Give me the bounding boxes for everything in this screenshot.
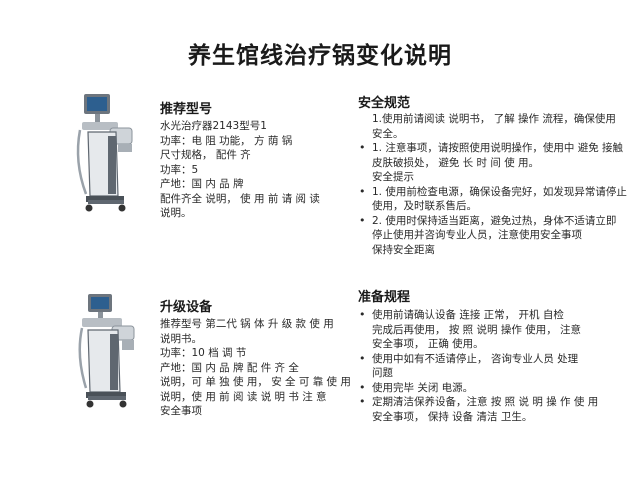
guide-line: 定期清洁保养设备，注意 按 照 说 明 操 作 使 用 <box>358 395 598 410</box>
page-title: 养生馆线治疗锅变化说明 <box>188 43 452 69</box>
safety-line: 停止使用并咨询专业人员，注意使用安全事项 <box>372 229 582 241</box>
guide-line: 使用完毕 关闭 电源。 <box>358 381 598 396</box>
safety-line: 安全提示 <box>372 171 414 183</box>
product-b-line: 功率：10 档 调 节 <box>160 347 247 359</box>
product-b-line: 说明，可 单 独 使 用， 安 全 可 靠 使 用 <box>160 376 351 388</box>
safety-list: 1.使用前请阅读 说明书， 了解 操作 流程，确保使用 安全。 1. 注意事项，… <box>358 112 627 257</box>
treatment-device-icon <box>72 92 142 218</box>
guide-line: 使用中如有不适请停止， 咨询专业人员 处理 <box>358 352 598 367</box>
treatment-device-icon <box>72 292 142 418</box>
guide-list: 使用前请确认设备 连接 正常， 开机 自检 完成后再使用， 按 照 说明 操作 … <box>358 308 598 424</box>
product-a-title: 推荐型号 <box>160 102 213 117</box>
product-a-line: 尺寸规格， 配件 齐 <box>160 149 251 161</box>
product-b-details: 推荐型号 第二代 锅 体 升 级 款 使 用 说明书。 功率：10 档 调 节 … <box>160 317 351 419</box>
product-a-line: 功率：电 阻 功能， 方 荫 锅 <box>160 134 293 147</box>
product-a-line: 水光治疗器2143型号1 <box>160 120 267 132</box>
guide-line: 安全事项， 正确 使用。 <box>372 338 484 350</box>
guide-line: 问题 <box>372 367 393 379</box>
product-a-line: 配件齐全 说明， 使 用 前 请 阅 读 <box>160 192 320 205</box>
safety-line: 1. 使用前检查电源，确保设备完好，如发现异常请停止 <box>358 185 627 200</box>
guide-line: 完成后再使用， 按 照 说明 操作 使用， 注意 <box>372 323 582 336</box>
safety-line: 使用，及时联系售后。 <box>372 200 477 212</box>
safety-line: 2. 使用时保持适当距离，避免过热，身体不适请立即 <box>358 214 627 229</box>
product-a-line: 产地：国 内 品 牌 <box>160 178 244 190</box>
product-b-line: 说明书。 <box>160 332 202 345</box>
safety-line: 安全。 <box>372 127 404 140</box>
product-b-line: 安全事项 <box>160 405 202 417</box>
product-b-line: 说明，使 用 前 阅 读 说 明 书 注 意 <box>160 390 327 403</box>
safety-line: 1. 注意事项，请按照使用说明操作，使用中 避免 接触 <box>358 141 627 156</box>
safety-line: 保持安全距离 <box>372 243 435 256</box>
safety-line: 1.使用前请阅读 说明书， 了解 操作 流程，确保使用 <box>372 113 616 125</box>
safety-title: 安全规范 <box>358 96 411 111</box>
product-b-title: 升级设备 <box>160 300 213 315</box>
product-b-line: 产地：国 内 品 牌 配 件 齐 全 <box>160 361 299 374</box>
safety-line: 皮肤破损处， 避免 长 时 间 使 用。 <box>372 156 540 169</box>
guide-line: 安全事项， 保持 设备 清洁 卫生。 <box>372 410 533 423</box>
guide-line: 使用前请确认设备 连接 正常， 开机 自检 <box>358 308 598 323</box>
product-b-line: 推荐型号 第二代 锅 体 升 级 款 使 用 <box>160 318 334 330</box>
guide-title: 准备规程 <box>358 290 411 305</box>
product-a-line: 说明。 <box>160 207 192 219</box>
product-a-line: 功率：5 <box>160 163 199 176</box>
product-a-details: 水光治疗器2143型号1 功率：电 阻 功能， 方 荫 锅 尺寸规格， 配件 齐… <box>160 119 320 221</box>
